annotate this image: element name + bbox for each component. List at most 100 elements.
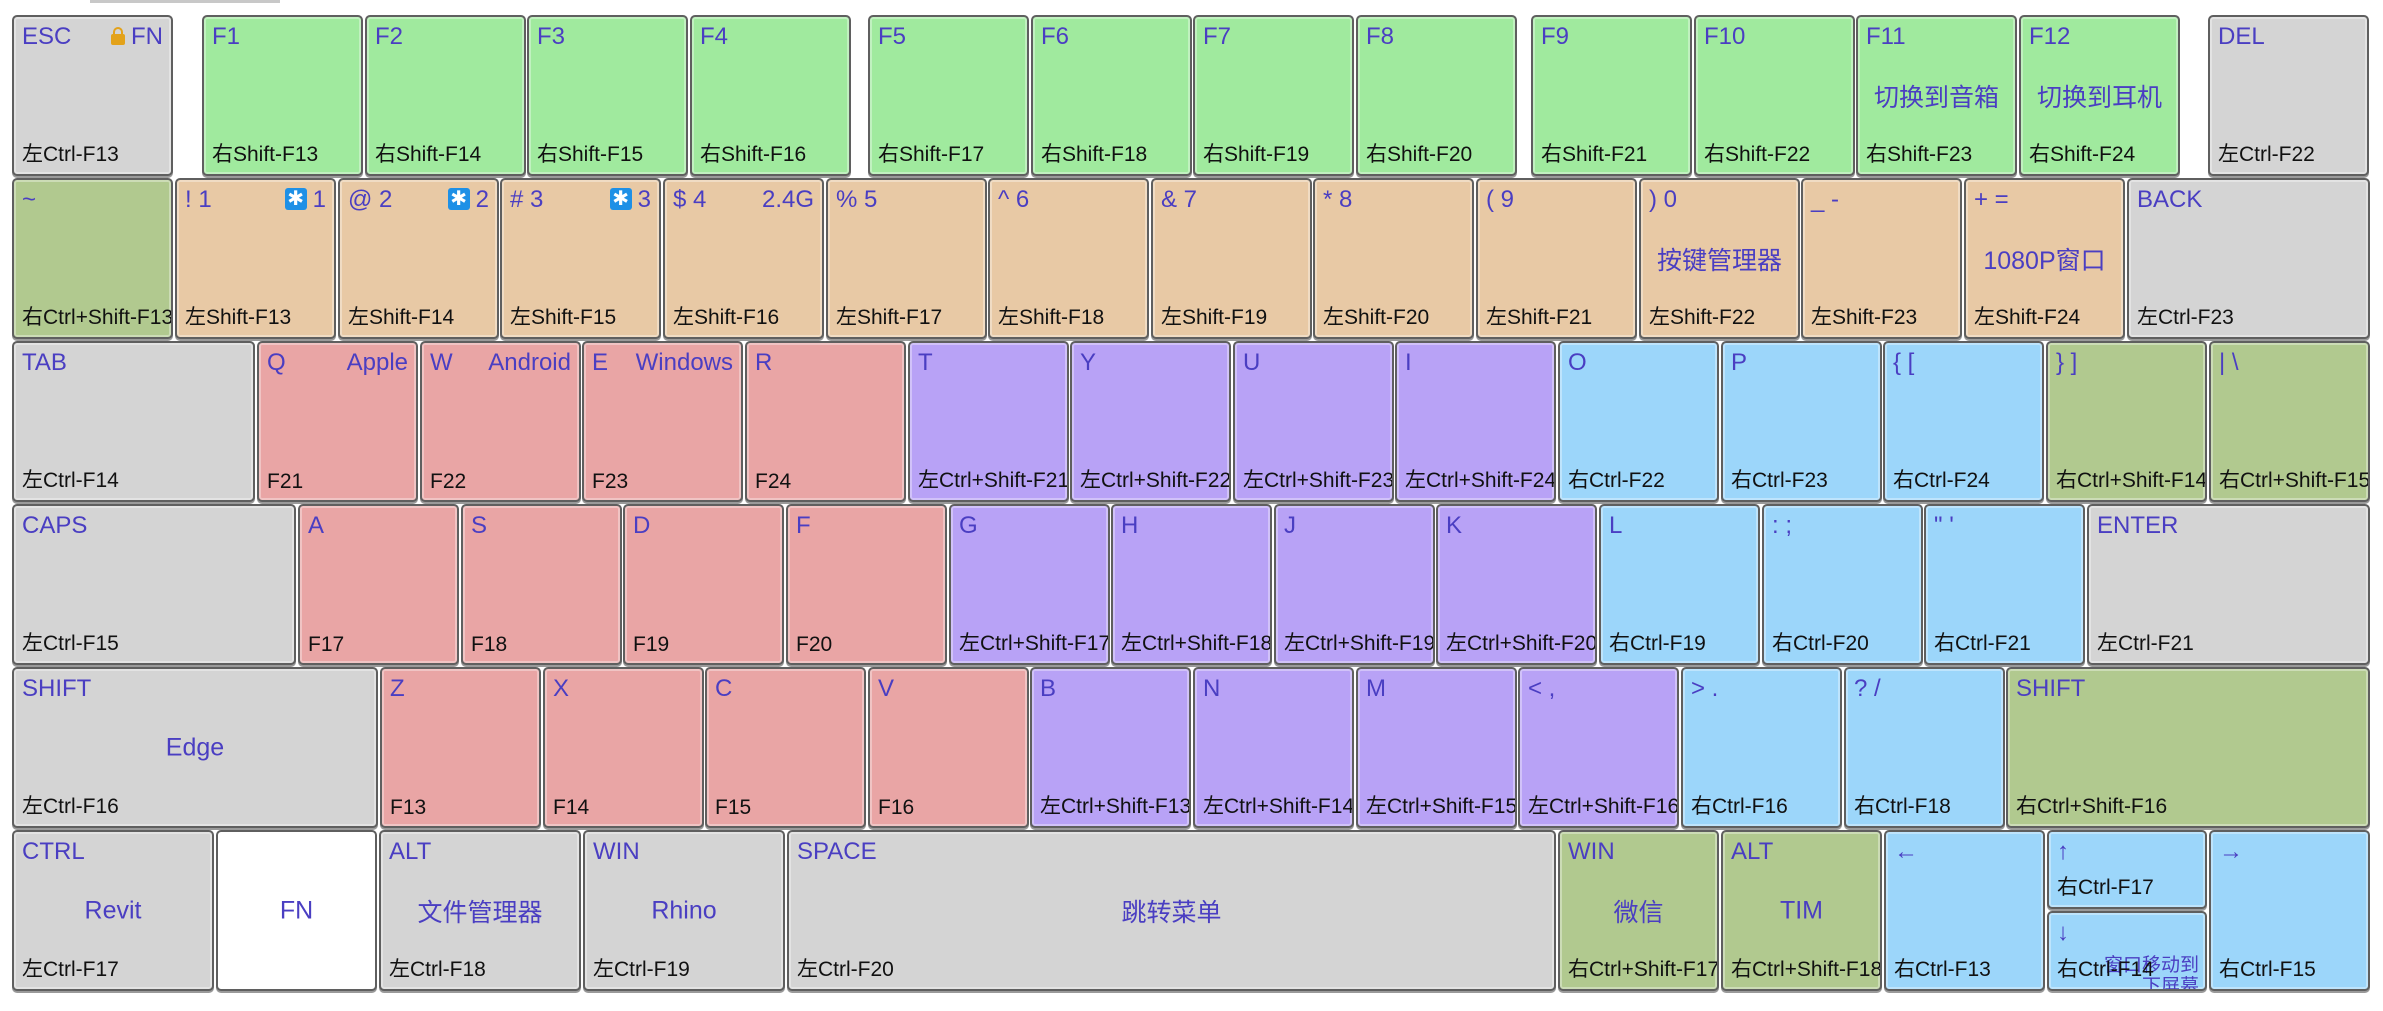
key-5[interactable]: % 5 左Shift-F17 [826, 178, 987, 339]
key-p[interactable]: P 右Ctrl-F23 [1721, 341, 1882, 502]
key-6[interactable]: ^ 6 左Shift-F18 [988, 178, 1149, 339]
key-9[interactable]: ( 9 左Shift-F21 [1476, 178, 1637, 339]
key-z[interactable]: Z F13 [380, 667, 541, 828]
key-n[interactable]: N 左Ctrl+Shift-F14 [1193, 667, 1354, 828]
key-binding: 左Ctrl-F13 [22, 143, 119, 166]
key-f3[interactable]: F3 右Shift-F15 [527, 15, 688, 176]
key-esc[interactable]: ESC FN 左Ctrl-F13 [12, 15, 173, 176]
key-t[interactable]: T 左Ctrl+Shift-F21 [908, 341, 1069, 502]
key-binding: 右Ctrl-F20 [1772, 632, 1869, 655]
key-arrow-down[interactable]: ↓ 窗口移动到下屏幕 右Ctrl-F14 [2047, 911, 2207, 991]
key-left-alt[interactable]: ALT 文件管理器 左Ctrl-F18 [379, 830, 581, 991]
key-action: 窗口移动到下屏幕 [2104, 955, 2199, 989]
key-arrow-up[interactable]: ↑ 右Ctrl-F17 [2047, 830, 2207, 909]
key-u[interactable]: U 左Ctrl+Shift-F23 [1233, 341, 1394, 502]
key-x[interactable]: X F14 [543, 667, 704, 828]
key-binding: F20 [796, 633, 833, 656]
key-binding: 左Ctrl+Shift-F24 [1405, 469, 1556, 492]
key-3[interactable]: # 3 ✱3 左Shift-F15 [500, 178, 661, 339]
key-f2[interactable]: F2 右Shift-F14 [365, 15, 526, 176]
key-m[interactable]: M 左Ctrl+Shift-F15 [1356, 667, 1517, 828]
key-label: O [1568, 349, 1587, 376]
key-left-bracket[interactable]: { [ 右Ctrl-F24 [1883, 341, 2044, 502]
key-right-bracket[interactable]: } ] 右Ctrl+Shift-F14 [2046, 341, 2207, 502]
key-slash[interactable]: ? / 右Ctrl-F18 [1844, 667, 2005, 828]
key-y[interactable]: Y 左Ctrl+Shift-F22 [1070, 341, 1231, 502]
key-arrow-right[interactable]: → 右Ctrl-F15 [2209, 830, 2370, 991]
key-f7[interactable]: F7 右Shift-F19 [1193, 15, 1354, 176]
key-period[interactable]: > . 右Ctrl-F16 [1681, 667, 1842, 828]
key-minus[interactable]: _ - 左Shift-F23 [1801, 178, 1962, 339]
key-left-shift[interactable]: SHIFT Edge 左Ctrl-F16 [12, 667, 378, 828]
key-ctrl[interactable]: CTRL Revit 左Ctrl-F17 [12, 830, 214, 991]
key-fn[interactable]: FN [216, 830, 377, 991]
key-enter[interactable]: ENTER 左Ctrl-F21 [2087, 504, 2370, 665]
key-binding: 右Ctrl-F24 [1893, 469, 1990, 492]
key-backspace[interactable]: BACK 左Ctrl-F23 [2127, 178, 2370, 339]
key-arrow-left[interactable]: ← 右Ctrl-F13 [1884, 830, 2045, 991]
key-tab[interactable]: TAB 左Ctrl-F14 [12, 341, 255, 502]
key-f11[interactable]: F11 切换到音箱 右Shift-F23 [1856, 15, 2017, 176]
key-2[interactable]: @ 2 ✱2 左Shift-F14 [338, 178, 499, 339]
key-j[interactable]: J 左Ctrl+Shift-F19 [1274, 504, 1435, 665]
key-f1[interactable]: F1 右Shift-F13 [202, 15, 363, 176]
key-1[interactable]: ! 1 ✱1 左Shift-F13 [175, 178, 336, 339]
key-caps[interactable]: CAPS 左Ctrl-F15 [12, 504, 296, 665]
key-f10[interactable]: F10 右Shift-F22 [1694, 15, 1855, 176]
key-f8[interactable]: F8 右Shift-F20 [1356, 15, 1517, 176]
key-b[interactable]: B 左Ctrl+Shift-F13 [1030, 667, 1191, 828]
key-q[interactable]: Q Apple F21 [257, 341, 418, 502]
key-semicolon[interactable]: : ; 右Ctrl-F20 [1762, 504, 1923, 665]
key-right-shift[interactable]: SHIFT 右Ctrl+Shift-F16 [2006, 667, 2370, 828]
key-del[interactable]: DEL 左Ctrl-F22 [2208, 15, 2369, 176]
key-comma[interactable]: < , 左Ctrl+Shift-F16 [1518, 667, 1679, 828]
key-r[interactable]: R F24 [745, 341, 906, 502]
key-4[interactable]: $ 4 2.4G 左Shift-F16 [663, 178, 824, 339]
key-f9[interactable]: F9 右Shift-F21 [1531, 15, 1692, 176]
key-7[interactable]: & 7 左Shift-F19 [1151, 178, 1312, 339]
key-label: ALT [1731, 838, 1774, 865]
key-f5[interactable]: F5 右Shift-F17 [868, 15, 1029, 176]
key-label: H [1121, 512, 1139, 539]
key-label: F2 [375, 23, 404, 50]
key-space[interactable]: SPACE 跳转菜单 左Ctrl-F20 [787, 830, 1556, 991]
key-d[interactable]: D F19 [623, 504, 784, 665]
key-s[interactable]: S F18 [461, 504, 622, 665]
key-label: F9 [1541, 23, 1570, 50]
key-binding: 右Shift-F20 [1366, 143, 1473, 166]
key-w[interactable]: W Android F22 [420, 341, 581, 502]
key-8[interactable]: * 8 左Shift-F20 [1313, 178, 1474, 339]
key-0[interactable]: ) 0 按键管理器 左Shift-F22 [1639, 178, 1800, 339]
arrow-right-icon: → [2219, 838, 2243, 865]
key-g[interactable]: G 左Ctrl+Shift-F17 [949, 504, 1110, 665]
key-left-win[interactable]: WIN Rhino 左Ctrl-F19 [583, 830, 785, 991]
key-binding: F14 [553, 796, 590, 819]
key-i[interactable]: I 左Ctrl+Shift-F24 [1395, 341, 1556, 502]
key-f12[interactable]: F12 切换到耳机 右Shift-F24 [2019, 15, 2180, 176]
key-right-win[interactable]: WIN 微信 右Ctrl+Shift-F17 [1558, 830, 1719, 991]
key-quote[interactable]: " ' 右Ctrl-F21 [1924, 504, 2085, 665]
key-binding: 左Shift-F22 [1649, 306, 1756, 329]
key-backslash[interactable]: | \ 右Ctrl+Shift-F15 [2209, 341, 2370, 502]
key-binding: 右Shift-F21 [1541, 143, 1648, 166]
key-h[interactable]: H 左Ctrl+Shift-F18 [1111, 504, 1272, 665]
key-l[interactable]: L 右Ctrl-F19 [1599, 504, 1760, 665]
key-o[interactable]: O 右Ctrl-F22 [1558, 341, 1719, 502]
key-action: 微信 [1613, 898, 1664, 927]
key-c[interactable]: C F15 [705, 667, 866, 828]
bluetooth-icon: ✱ [447, 188, 470, 210]
key-a[interactable]: A F17 [298, 504, 459, 665]
key-equal[interactable]: + = 1080P窗口 左Shift-F24 [1964, 178, 2125, 339]
key-sublabel: FN [131, 23, 163, 50]
key-label: B [1040, 675, 1057, 702]
key-k[interactable]: K 左Ctrl+Shift-F20 [1436, 504, 1597, 665]
key-f[interactable]: F F20 [786, 504, 947, 665]
key-e[interactable]: E Windows F23 [582, 341, 743, 502]
key-f4[interactable]: F4 右Shift-F16 [690, 15, 851, 176]
key-right-alt[interactable]: ALT TIM 右Ctrl+Shift-F18 [1721, 830, 1882, 991]
key-f6[interactable]: F6 右Shift-F18 [1031, 15, 1192, 176]
key-v[interactable]: V F16 [868, 667, 1029, 828]
key-action: 1080P窗口 [1983, 246, 2106, 275]
key-binding: 左Shift-F14 [348, 306, 455, 329]
key-tilde[interactable]: ~ 右Ctrl+Shift-F13 [12, 178, 173, 339]
